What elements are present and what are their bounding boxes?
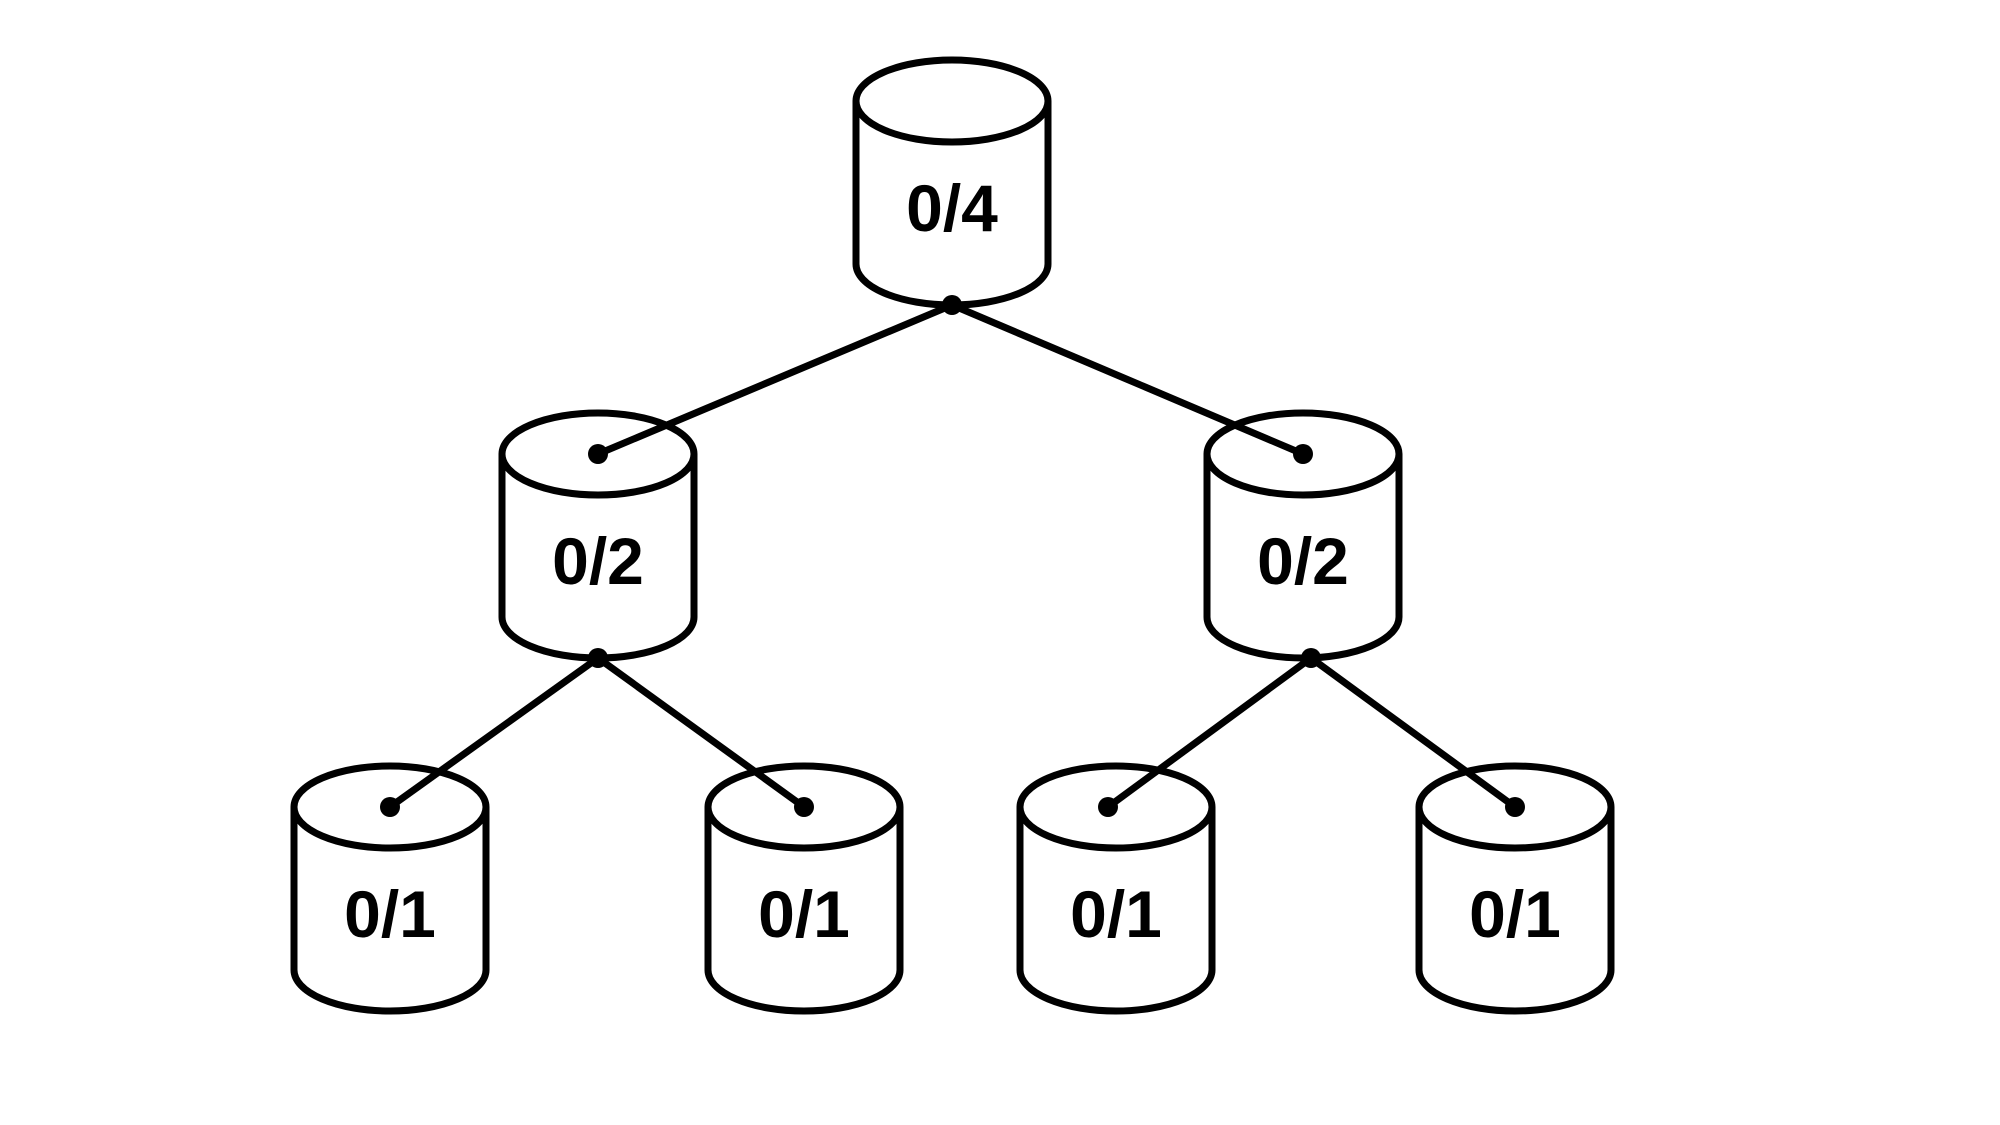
node-label-leaf-4: 0/1 xyxy=(1469,877,1561,951)
node-label-leaf-3: 0/1 xyxy=(1070,877,1162,951)
edge-root-to-mid-right xyxy=(950,301,1305,458)
node-label-root: 0/4 xyxy=(906,171,998,245)
cylinder-body xyxy=(1016,807,1216,1015)
node-label-leaf-1: 0/1 xyxy=(344,877,436,951)
cylinder-body xyxy=(704,807,904,1015)
connection-dot-top-leaf-4 xyxy=(1505,797,1525,817)
dots-layer xyxy=(380,295,1525,817)
node-label-mid-left: 0/2 xyxy=(552,524,644,598)
edge-root-to-mid-left xyxy=(596,301,954,458)
connection-dot-bottom-mid-right xyxy=(1301,648,1321,668)
edge-mid-left-to-leaf-1 xyxy=(387,655,601,810)
cylinder-body xyxy=(1415,807,1615,1015)
connection-dot-bottom-mid-left xyxy=(588,648,608,668)
node-label-mid-right: 0/2 xyxy=(1257,524,1349,598)
database-node-leaf-3 xyxy=(1016,762,1216,1015)
edges-layer xyxy=(387,301,1518,810)
connection-dot-top-mid-right xyxy=(1293,444,1313,464)
cylinder-body xyxy=(290,807,490,1015)
edge-mid-right-to-leaf-3 xyxy=(1105,655,1314,810)
nodes-layer xyxy=(290,56,1615,1015)
connection-dot-top-leaf-3 xyxy=(1098,797,1118,817)
edge-mid-left-to-leaf-2 xyxy=(595,655,807,810)
connection-dot-top-leaf-2 xyxy=(794,797,814,817)
connection-dot-top-mid-left xyxy=(588,444,608,464)
labels-layer: 0/4 0/2 0/2 0/1 0/1 0/1 0/1 xyxy=(344,171,1561,951)
connection-dot-top-leaf-1 xyxy=(380,797,400,817)
connection-dot-bottom-root xyxy=(942,295,962,315)
node-label-leaf-2: 0/1 xyxy=(758,877,850,951)
database-node-leaf-1 xyxy=(290,762,490,1015)
edge-mid-right-to-leaf-4 xyxy=(1308,655,1518,810)
database-node-leaf-2 xyxy=(704,762,904,1015)
cylinder-top-face xyxy=(852,56,1052,146)
